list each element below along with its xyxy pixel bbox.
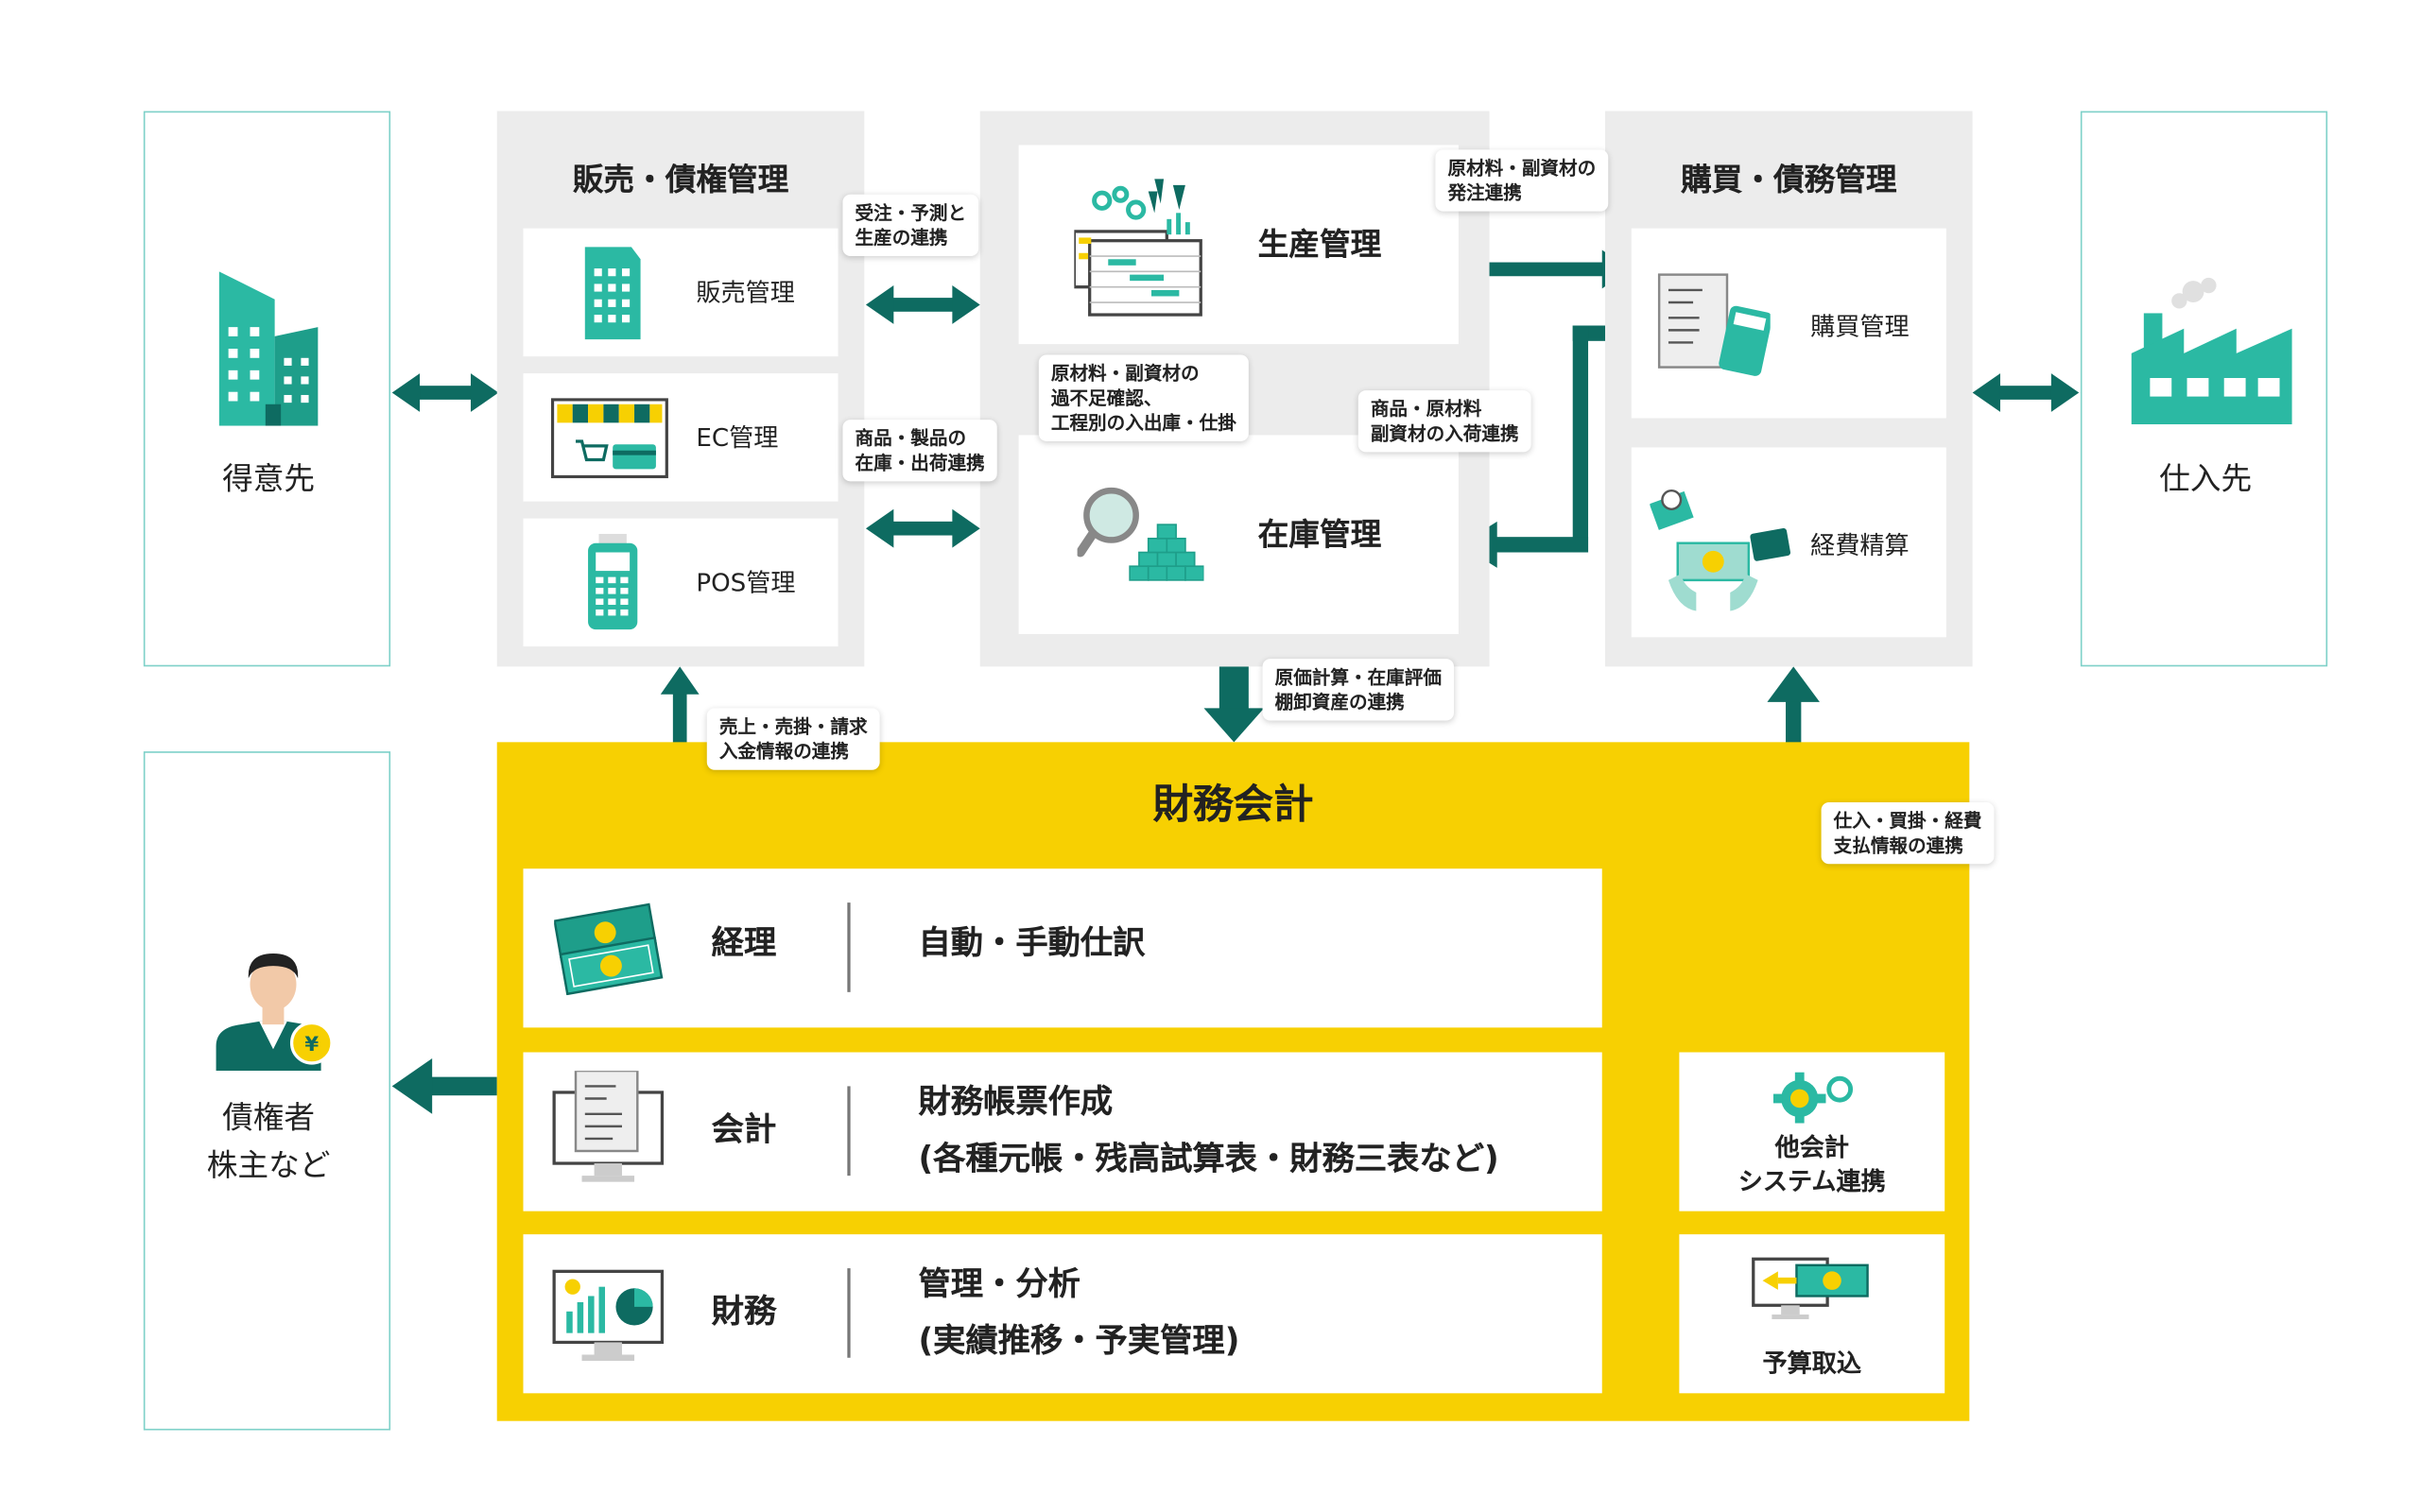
sales-item-pos-label: POS管理 xyxy=(696,567,796,597)
yen-bills-icon xyxy=(554,902,664,996)
inventory-label: 在庫管理 xyxy=(1257,515,1382,553)
callout-goods-receipt: 商品・原材料 副資材の入荷連携 xyxy=(1357,390,1531,453)
creditor-box: ¥ 債権者 株主など xyxy=(143,751,391,1431)
sales-item-ec: EC管理 xyxy=(523,373,838,502)
customer-label: 得意先 xyxy=(222,459,316,497)
callout-materials-order: 原材料・副資材の 発注連携 xyxy=(1435,149,1609,212)
production-label: 生産管理 xyxy=(1257,225,1382,263)
sales-panel: 販売・債権管理 販売管理 xyxy=(496,111,865,667)
finance-row-kaikei-name: 会計 xyxy=(711,1110,777,1148)
finance-row-kaikei: 会計 財務帳票作成 (各種元帳・残高試算表・財務三表など) xyxy=(523,1052,1602,1211)
online-store-icon xyxy=(550,398,668,479)
office-building-icon xyxy=(584,247,641,340)
monitor-chart-icon xyxy=(552,1269,665,1362)
arrow-customer-sales xyxy=(391,373,499,412)
budget-import-box: 予算取込 xyxy=(1679,1234,1945,1394)
inventory-boxes-icon xyxy=(1077,487,1204,581)
divider xyxy=(847,902,850,992)
supplier-box: 仕入先 xyxy=(2080,111,2328,667)
production-box: 生産管理 xyxy=(1018,145,1459,345)
production-gears-icon xyxy=(1074,179,1202,317)
arrow-inventory-finance xyxy=(1203,666,1265,743)
svg-text:¥: ¥ xyxy=(304,1033,319,1057)
finance-panel: 財務会計 経理 自動・手動仕訳 xyxy=(496,742,1970,1421)
purchase-item-expense-label: 経費精算 xyxy=(1810,530,1910,560)
factory-icon xyxy=(2131,277,2292,424)
production-inventory-panel: 生産管理 在庫管理 xyxy=(979,111,1490,667)
divider xyxy=(847,1268,850,1358)
calculator-receipt-icon xyxy=(1657,273,1771,376)
callout-purchase-ap: 仕入・買掛・経費 支払情報の連携 xyxy=(1821,802,1995,865)
callout-order-forecast: 受注・予測と 生産の連携 xyxy=(842,194,979,257)
expense-money-icon xyxy=(1650,489,1791,611)
inventory-box: 在庫管理 xyxy=(1018,435,1459,635)
purchase-item-purchase: 購買管理 xyxy=(1631,228,1946,419)
finance-row-zaimu-name: 財務 xyxy=(711,1293,777,1331)
investor-icon: ¥ xyxy=(216,954,334,1072)
callout-materials-check: 原材料・副資材の 過不足確認、 工程別の入出庫・仕掛 xyxy=(1038,354,1249,441)
arrow-purchase-supplier xyxy=(1972,373,2080,412)
divider xyxy=(847,1086,850,1177)
budget-import-label: 予算取込 xyxy=(1762,1348,1862,1379)
finance-row-zaimu-line1: 管理・分析 xyxy=(918,1264,1080,1302)
sales-item-sales-label: 販売管理 xyxy=(696,277,795,307)
sales-panel-title: 販売・債権管理 xyxy=(572,160,789,198)
finance-row-kaikei-line1: 財務帳票作成 xyxy=(918,1083,1114,1121)
arrow-sales-inventory xyxy=(865,508,980,548)
finance-row-kaikei-line2: (各種元帳・残高試算表・財務三表など) xyxy=(918,1140,1499,1177)
callout-sales-ar: 売上・売掛・請求 入金情報の連携 xyxy=(706,708,880,770)
finance-row-zaimu: 財務 管理・分析 (実績推移・予実管理) xyxy=(523,1234,1602,1394)
finance-row-keiri-name: 経理 xyxy=(711,923,777,962)
creditor-label-line2: 株主など xyxy=(206,1146,331,1184)
purchase-item-purchase-label: 購買管理 xyxy=(1810,311,1910,341)
other-system-line1: 他会計 xyxy=(1774,1132,1849,1162)
sales-item-ec-label: EC管理 xyxy=(696,422,779,453)
other-system-box: 他会計 システム連携 xyxy=(1679,1052,1945,1211)
arrow-finance-creditor xyxy=(391,1058,497,1114)
building-icon xyxy=(218,271,319,426)
finance-row-keiri: 経理 自動・手動仕訳 xyxy=(523,868,1602,1028)
callout-product-stock: 商品・製品の 在庫・出荷連携 xyxy=(842,420,997,482)
budget-import-icon xyxy=(1752,1257,1869,1319)
monitor-document-icon xyxy=(552,1071,665,1182)
sales-item-pos: POS管理 xyxy=(523,518,838,647)
supplier-label: 仕入先 xyxy=(2159,459,2253,497)
arrow-sales-production xyxy=(865,285,980,324)
purchase-panel: 購買・債務管理 購買管理 経費精算 xyxy=(1605,111,1973,667)
callout-cost-calc: 原価計算・在庫評価 棚卸資産の連携 xyxy=(1262,659,1455,721)
purchase-item-expense: 経費精算 xyxy=(1631,447,1946,638)
finance-row-zaimu-line2: (実績推移・予実管理) xyxy=(918,1322,1240,1360)
purchase-panel-title: 購買・債務管理 xyxy=(1681,160,1897,198)
finance-row-keiri-desc: 自動・手動仕訳 xyxy=(918,923,1146,962)
other-system-line2: システム連携 xyxy=(1737,1166,1886,1196)
customer-box: 得意先 xyxy=(143,111,391,667)
sales-item-sales: 販売管理 xyxy=(523,228,838,357)
yen-gear-icon xyxy=(1772,1072,1854,1124)
creditor-label-line1: 債権者 xyxy=(222,1098,316,1136)
finance-title: 財務会計 xyxy=(1152,782,1314,829)
pos-terminal-icon xyxy=(588,533,638,630)
